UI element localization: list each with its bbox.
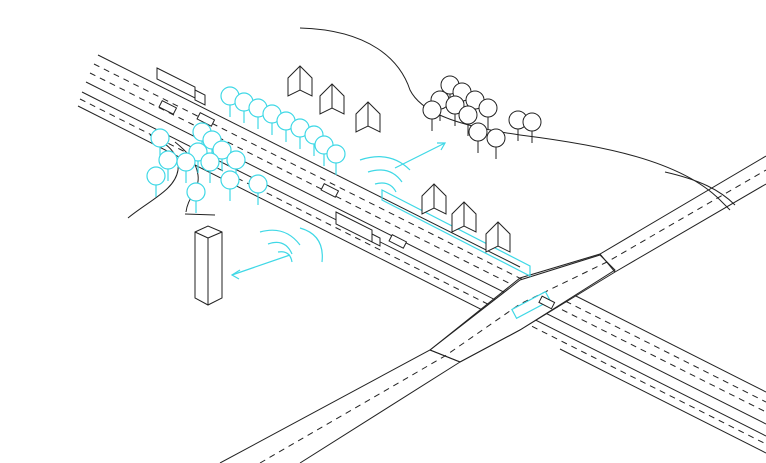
- tree-icon: [445, 95, 465, 126]
- tree-icon: [522, 112, 542, 143]
- tree-icon: [220, 170, 240, 201]
- main-highway: [77, 54, 766, 454]
- tree-icon: [158, 150, 178, 181]
- houses: [287, 65, 511, 253]
- tree-icon: [146, 166, 166, 197]
- tree-icon: [176, 152, 196, 183]
- tree-icon: [212, 140, 232, 171]
- car-icon: [538, 295, 556, 310]
- building-icon: [194, 225, 223, 306]
- house-icon: [355, 101, 381, 133]
- tree-icon: [422, 100, 442, 131]
- tree-icon: [468, 122, 488, 153]
- side-road-edge: [174, 141, 199, 213]
- truck-icon: [156, 67, 206, 106]
- tree-icon: [150, 128, 170, 159]
- car-icon: [196, 112, 216, 127]
- car-icon: [158, 100, 178, 115]
- tree-icon: [486, 128, 506, 159]
- tree-icon: [200, 152, 220, 183]
- noise-barrier-icon: [381, 189, 531, 277]
- house-icon: [485, 221, 511, 253]
- tree-icon: [478, 98, 498, 129]
- house-icon: [287, 65, 313, 97]
- house-icon: [451, 201, 477, 233]
- tree-icon: [186, 182, 206, 213]
- vehicles: [156, 67, 556, 310]
- tree-icon: [248, 98, 268, 129]
- arrow-icon: [230, 142, 447, 280]
- house-icon: [319, 83, 345, 115]
- car-icon: [388, 234, 408, 249]
- side-road-edge-2: [184, 213, 216, 216]
- sound-wave-icon: [259, 156, 411, 263]
- truck-icon: [335, 211, 381, 247]
- house-icon: [421, 183, 447, 215]
- hill-line: [299, 27, 731, 211]
- tree-icon: [248, 174, 268, 205]
- trees-black: [422, 75, 542, 159]
- trees-cyan: [146, 86, 346, 213]
- tree-icon: [458, 105, 478, 136]
- car-icon: [320, 183, 340, 198]
- hill-line-2: [664, 171, 736, 206]
- tree-icon: [326, 144, 346, 175]
- crossing-road-bridge: [219, 155, 766, 463]
- bridge-barrier: [511, 290, 551, 320]
